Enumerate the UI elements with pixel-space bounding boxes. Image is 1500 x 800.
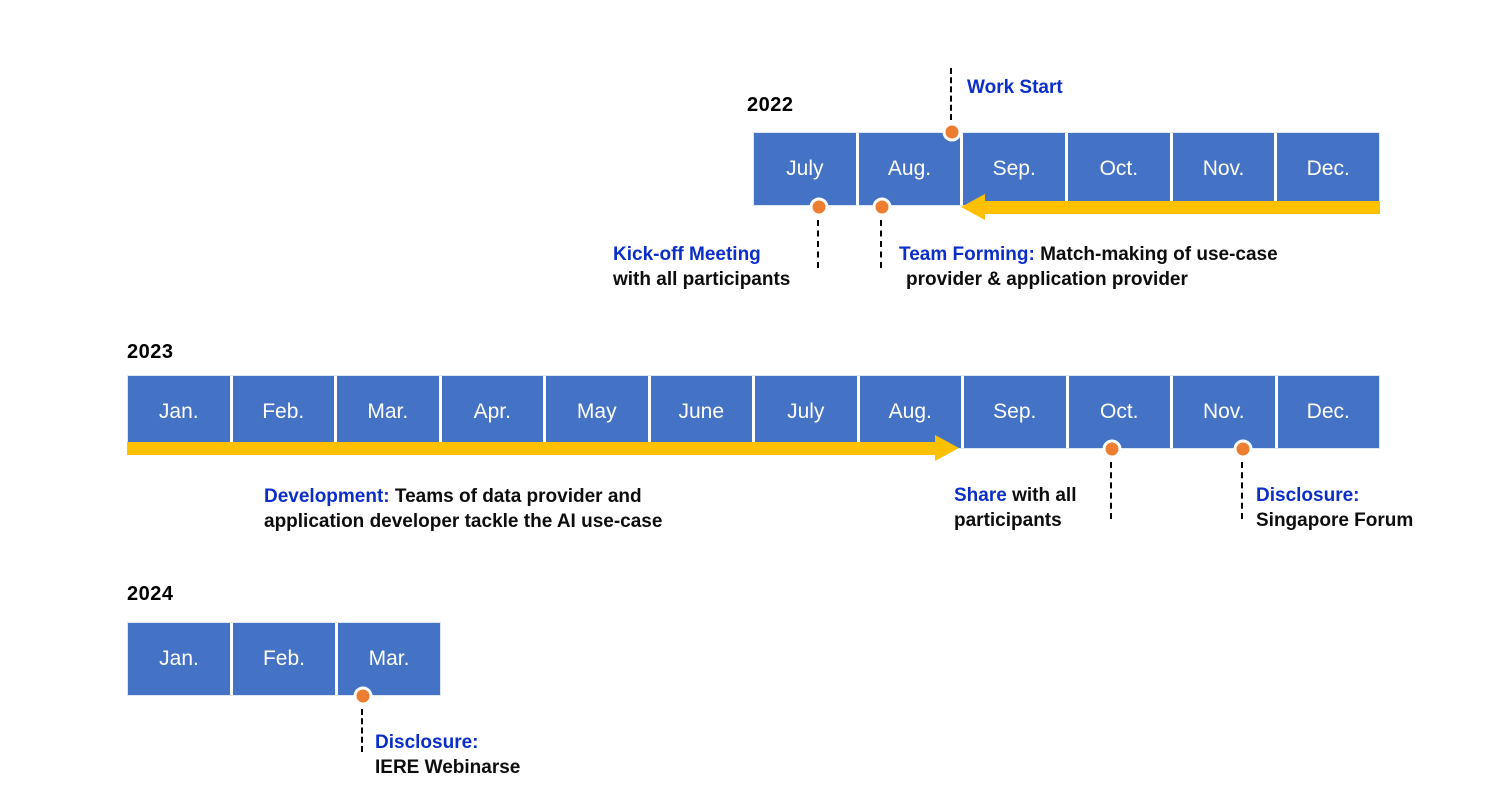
annotation-title: Kick-off Meeting: [613, 244, 761, 265]
annotation-work-start: Work Start: [967, 75, 1063, 100]
month-cell: June: [647, 376, 752, 448]
annotation-line: Share with all: [954, 483, 1077, 508]
month-cell: Nov.: [1169, 133, 1275, 205]
month-cell: Jan.: [128, 623, 230, 695]
annotation-team-forming: Team Forming: Match-making of use-case p…: [899, 242, 1278, 292]
connector-work-start: [950, 68, 952, 120]
arrow-bar: [127, 442, 937, 455]
annotation-text: Teams of data provider and: [394, 486, 642, 507]
phase-arrow-left-2022-icon: [961, 194, 1380, 220]
connector-kickoff: [817, 220, 819, 268]
month-cell: Feb.: [230, 623, 335, 695]
annotation-title: Disclosure:: [1256, 485, 1360, 506]
milestone-dot-work-start-icon: [942, 122, 962, 142]
annotation-title: Disclosure:: [375, 732, 479, 753]
annotation-development: Development: Teams of data provider and …: [264, 484, 662, 534]
month-cell: Nov.: [1170, 376, 1275, 448]
annotation-title: Work Start: [967, 77, 1063, 98]
year-label-2023: 2023: [127, 341, 174, 363]
timeline-2023: Jan. Feb. Mar. Apr. May June July Aug. S…: [127, 375, 1380, 449]
month-cell: Oct.: [1065, 376, 1170, 448]
annotation-disclosure-iere: Disclosure: IERE Webinarse: [375, 730, 520, 780]
month-cell: Jan.: [128, 376, 230, 448]
month-cell: May: [543, 376, 648, 448]
month-cell: Feb.: [229, 376, 334, 448]
month-cell: Sep.: [960, 133, 1066, 205]
annotation-line: provider & application provider: [906, 269, 1188, 290]
annotation-title: Share: [954, 485, 1007, 506]
annotation-title: Team Forming:: [899, 244, 1035, 265]
month-cell: Dec.: [1274, 376, 1379, 448]
timeline-2024: Jan. Feb. Mar.: [127, 622, 441, 696]
annotation-text: with all: [1012, 485, 1077, 506]
month-cell: July: [752, 376, 857, 448]
timeline-2022: July Aug. Sep. Oct. Nov. Dec.: [753, 132, 1380, 206]
month-cell: July: [754, 133, 856, 205]
annotation-line: Development: Teams of data provider and: [264, 484, 662, 509]
annotation-line: Singapore Forum: [1256, 510, 1414, 531]
annotation-line: with all participants: [613, 269, 791, 290]
arrowhead-right-icon: [935, 435, 959, 461]
annotation-line: IERE Webinarse: [375, 757, 521, 778]
milestone-dot-team-forming-icon: [872, 197, 892, 217]
month-cell: Aug.: [855, 133, 961, 205]
annotation-line: Disclosure:: [1256, 483, 1413, 508]
annotation-line: participants: [954, 510, 1062, 531]
month-cell: Dec.: [1274, 133, 1380, 205]
month-cell: Mar.: [334, 376, 439, 448]
annotation-line: application developer tackle the AI use-…: [264, 511, 663, 532]
connector-disclosure-iere: [361, 709, 363, 752]
annotation-disclosure-singapore: Disclosure: Singapore Forum: [1256, 483, 1413, 533]
connector-disclosure-singapore: [1241, 462, 1243, 519]
milestone-dot-disclosure-iere-icon: [353, 686, 373, 706]
annotation-share: Share with all participants: [954, 483, 1077, 533]
arrow-bar: [983, 201, 1380, 214]
milestone-dot-disclosure-singapore-icon: [1233, 439, 1253, 459]
annotation-line: Kick-off Meeting: [613, 242, 790, 267]
annotation-kickoff: Kick-off Meeting with all participants: [613, 242, 790, 292]
connector-share: [1110, 462, 1112, 519]
month-cell: Mar.: [335, 623, 440, 695]
annotation-line: Team Forming: Match-making of use-case: [899, 242, 1278, 267]
year-label-2022: 2022: [747, 94, 794, 116]
month-cell: Apr.: [438, 376, 543, 448]
milestone-dot-share-icon: [1102, 439, 1122, 459]
annotation-title: Development:: [264, 486, 390, 507]
phase-arrow-right-2023-icon: [127, 435, 959, 461]
arrowhead-left-icon: [961, 194, 985, 220]
connector-team-forming: [880, 220, 882, 268]
milestone-dot-kickoff-icon: [809, 197, 829, 217]
annotation-line: Disclosure:: [375, 730, 520, 755]
annotation-text: Match-making of use-case: [1040, 244, 1278, 265]
year-label-2024: 2024: [127, 583, 174, 605]
month-cell: Sep.: [961, 376, 1066, 448]
month-cell: Oct.: [1065, 133, 1170, 205]
